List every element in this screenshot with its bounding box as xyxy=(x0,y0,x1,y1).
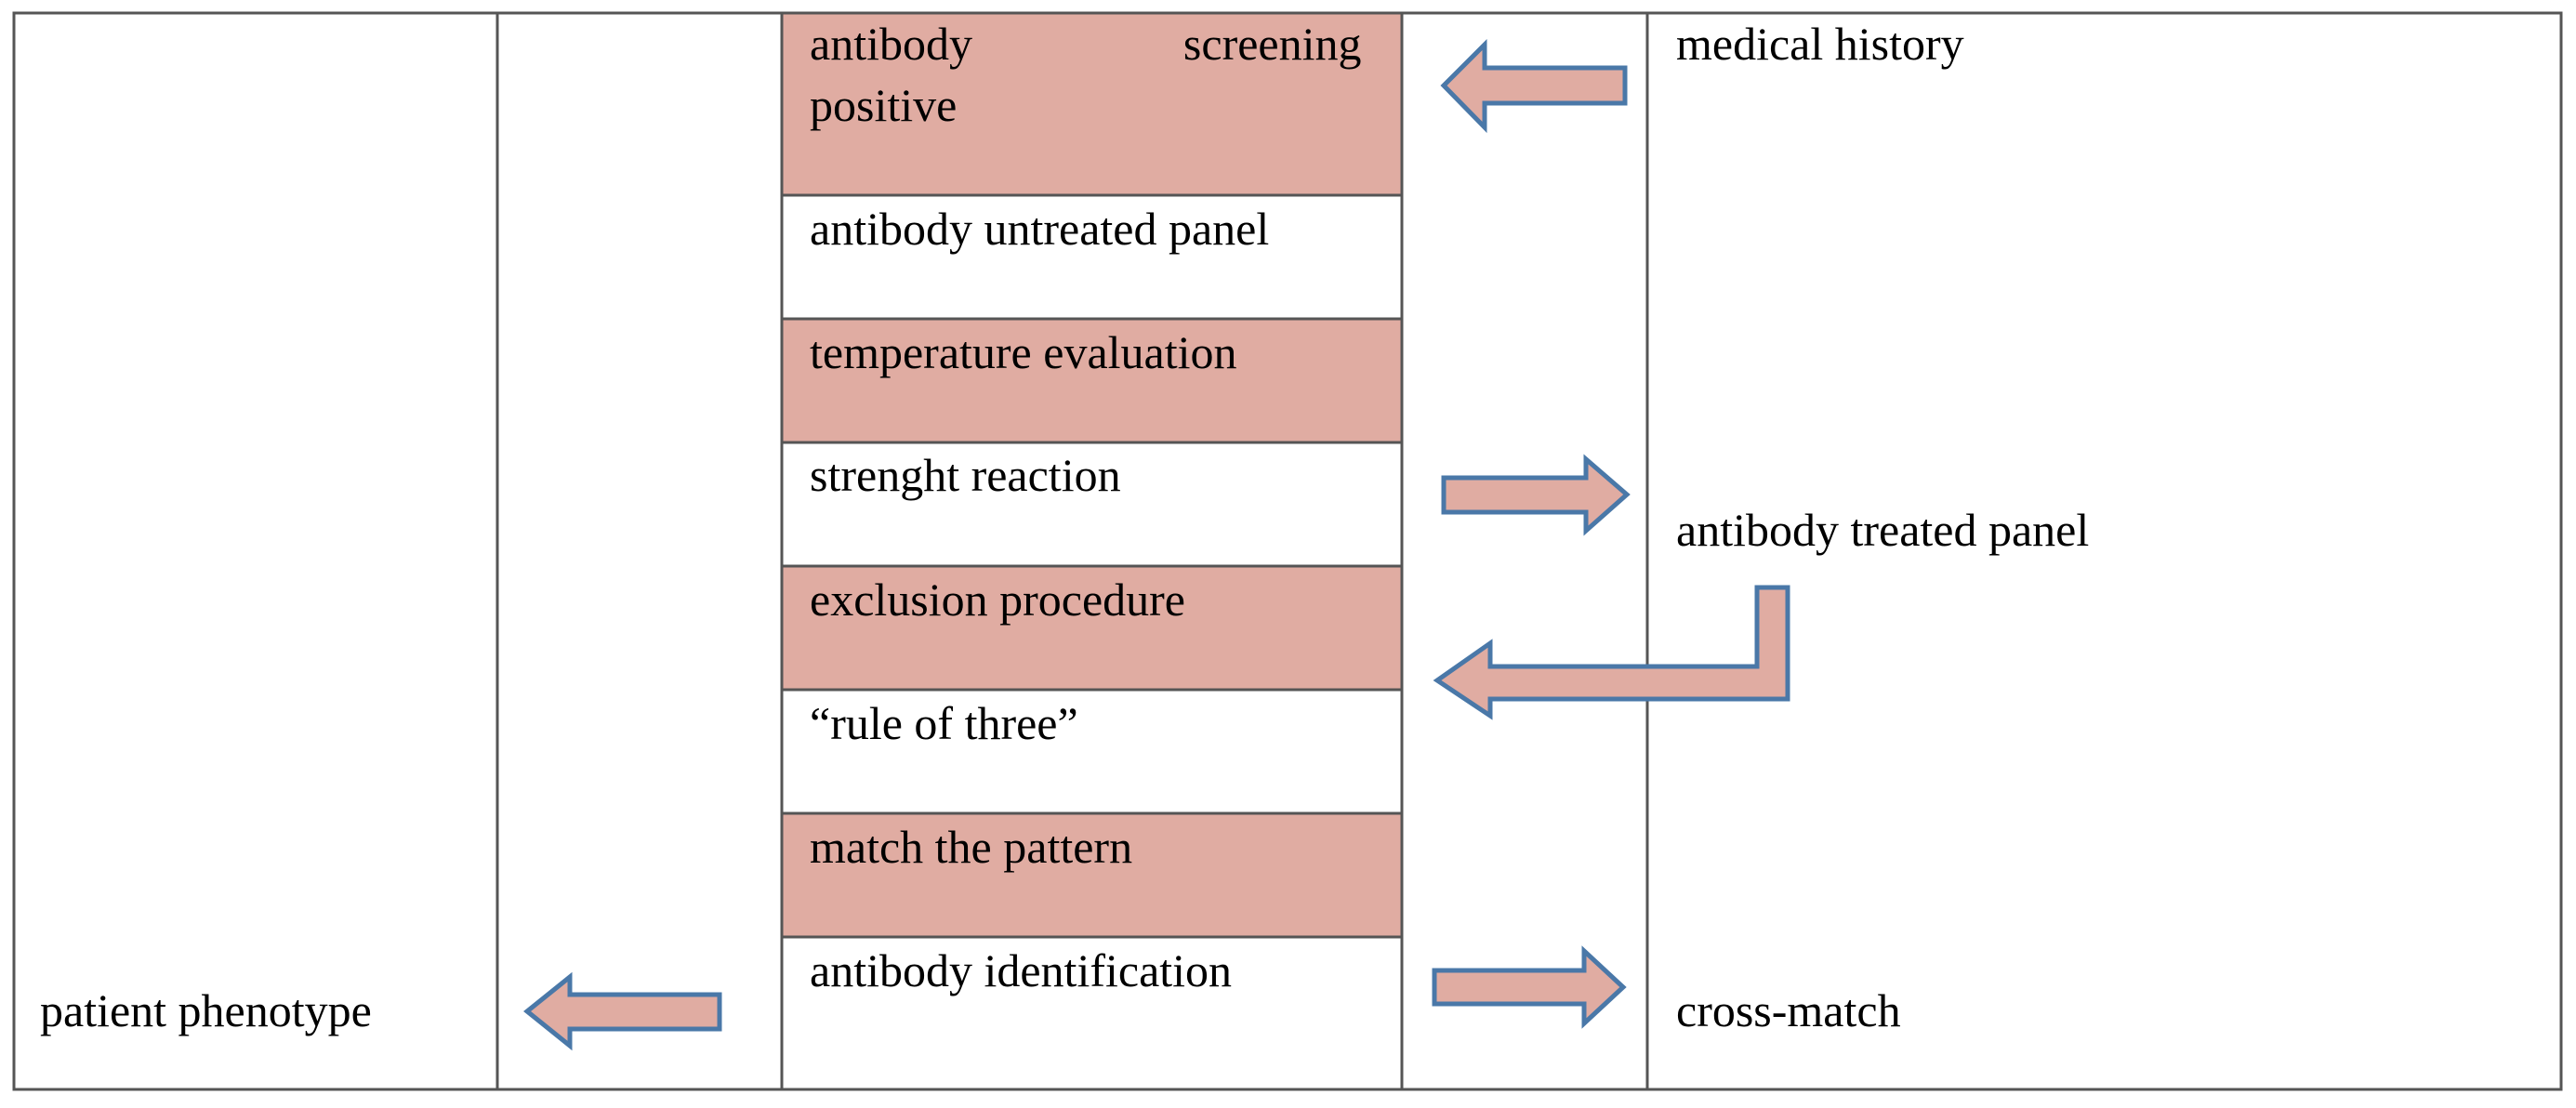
arrow-to-antibody-treated-panel xyxy=(1441,454,1631,536)
label-patient-phenotype: patient phenotype xyxy=(40,984,372,1036)
step-boxes xyxy=(780,11,1404,1091)
side-labels: medical history antibody treated panel c… xyxy=(40,18,2089,1036)
step-label-line-2: positive xyxy=(810,79,957,131)
step-label-rule-of-three: “rule of three” xyxy=(810,697,1078,749)
arrow-to-patient-phenotype xyxy=(523,971,722,1051)
step-box xyxy=(780,11,1404,197)
label-antibody-treated-panel: antibody treated panel xyxy=(1676,504,2089,556)
label-medical-history: medical history xyxy=(1676,18,1964,70)
step-label-temperature-evaluation: temperature evaluation xyxy=(810,326,1237,378)
step-label-antibody-screening-positive: antibody screening positive xyxy=(810,18,1373,131)
arrow-from-medical-history xyxy=(1440,38,1628,134)
step-box xyxy=(780,193,1404,321)
label-cross-match: cross-match xyxy=(1676,984,1901,1036)
step-box xyxy=(780,441,1404,568)
step-label-antibody-untreated-panel: antibody untreated panel xyxy=(810,203,1269,255)
step-label-match-the-pattern: match the pattern xyxy=(810,821,1132,873)
step-labels: antibody screening positive antibody unt… xyxy=(810,18,1373,996)
step-label-line-1-justified: screening xyxy=(1183,18,1362,70)
step-label-strenght-reaction: strenght reaction xyxy=(810,449,1121,501)
arrow-to-cross-match xyxy=(1432,945,1627,1029)
table-frame xyxy=(12,11,2563,1091)
step-label-exclusion-procedure: exclusion procedure xyxy=(810,574,1185,626)
step-box xyxy=(780,688,1404,815)
arrow-from-antibody-treated-panel xyxy=(1433,585,1790,720)
step-label-antibody-identification: antibody identification xyxy=(810,944,1232,996)
step-label-line-1: antibody xyxy=(810,18,972,70)
step-box xyxy=(780,564,1404,692)
outer-border xyxy=(12,11,2563,1091)
step-box xyxy=(780,317,1404,444)
arrows xyxy=(523,38,1790,1051)
